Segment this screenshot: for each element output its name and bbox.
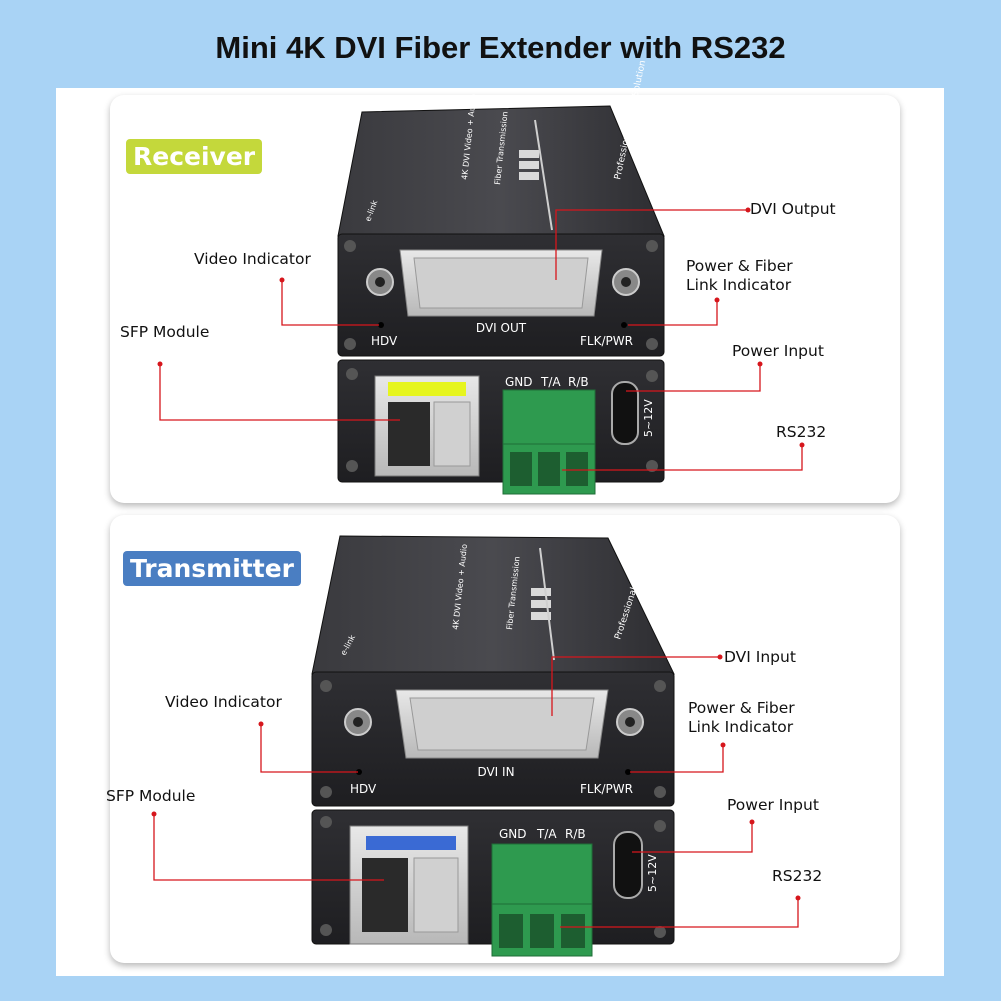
page-title: Mini 4K DVI Fiber Extender with RS232 — [215, 30, 786, 65]
receiver-device — [337, 105, 665, 495]
receiver-video-indicator-label: Video Indicator — [194, 250, 311, 268]
transmitter-dvi-input-label: DVI Input — [724, 648, 796, 666]
receiver-voltage-label: 5~12V — [642, 399, 655, 437]
transmitter-ta-label: T/A — [536, 827, 557, 841]
transmitter-rs232-label: RS232 — [772, 867, 823, 885]
transmitter-sfp-tab — [366, 836, 456, 850]
receiver-sfp-module-label: SFP Module — [120, 323, 210, 341]
receiver-ta-label: T/A — [540, 375, 561, 389]
transmitter-voltage-label: 5~12V — [646, 854, 659, 892]
receiver-power-fiber-label-1: Power & Fiber — [686, 257, 793, 275]
receiver-power-fiber-label-2: Link Indicator — [686, 276, 792, 294]
transmitter-flk-label: FLK/PWR — [580, 782, 633, 796]
receiver-rb-label: R/B — [568, 375, 589, 389]
receiver-port-label: DVI OUT — [476, 321, 527, 335]
receiver-rs232-label: RS232 — [776, 423, 827, 441]
receiver-dvi-output-label: DVI Output — [750, 200, 836, 218]
receiver-flk-label: FLK/PWR — [580, 334, 633, 348]
receiver-callout-lines — [159, 209, 803, 471]
transmitter-gnd-label: GND — [499, 827, 527, 841]
receiver-hdv-label: HDV — [371, 334, 398, 348]
receiver-gnd-label: GND — [505, 375, 533, 389]
transmitter-hdv-label: HDV — [350, 782, 377, 796]
transmitter-sfp-module-label: SFP Module — [106, 787, 196, 805]
transmitter-port-label: DVI IN — [477, 765, 514, 779]
transmitter-badge: Transmitter — [123, 551, 301, 586]
transmitter-power-input-label: Power Input — [727, 796, 819, 814]
transmitter-rb-label: R/B — [565, 827, 586, 841]
receiver-power-input-label: Power Input — [732, 342, 824, 360]
transmitter-callout-lines — [153, 656, 799, 928]
transmitter-device — [311, 535, 675, 957]
receiver-sfp-tab — [388, 382, 466, 396]
receiver-callout-dots — [157, 207, 805, 448]
transmitter-video-indicator-label: Video Indicator — [165, 693, 282, 711]
transmitter-callout-dots — [151, 654, 801, 901]
transmitter-power-fiber-label-1: Power & Fiber — [688, 699, 795, 717]
receiver-badge: Receiver — [126, 139, 263, 174]
transmitter-power-fiber-label-2: Link Indicator — [688, 718, 794, 736]
